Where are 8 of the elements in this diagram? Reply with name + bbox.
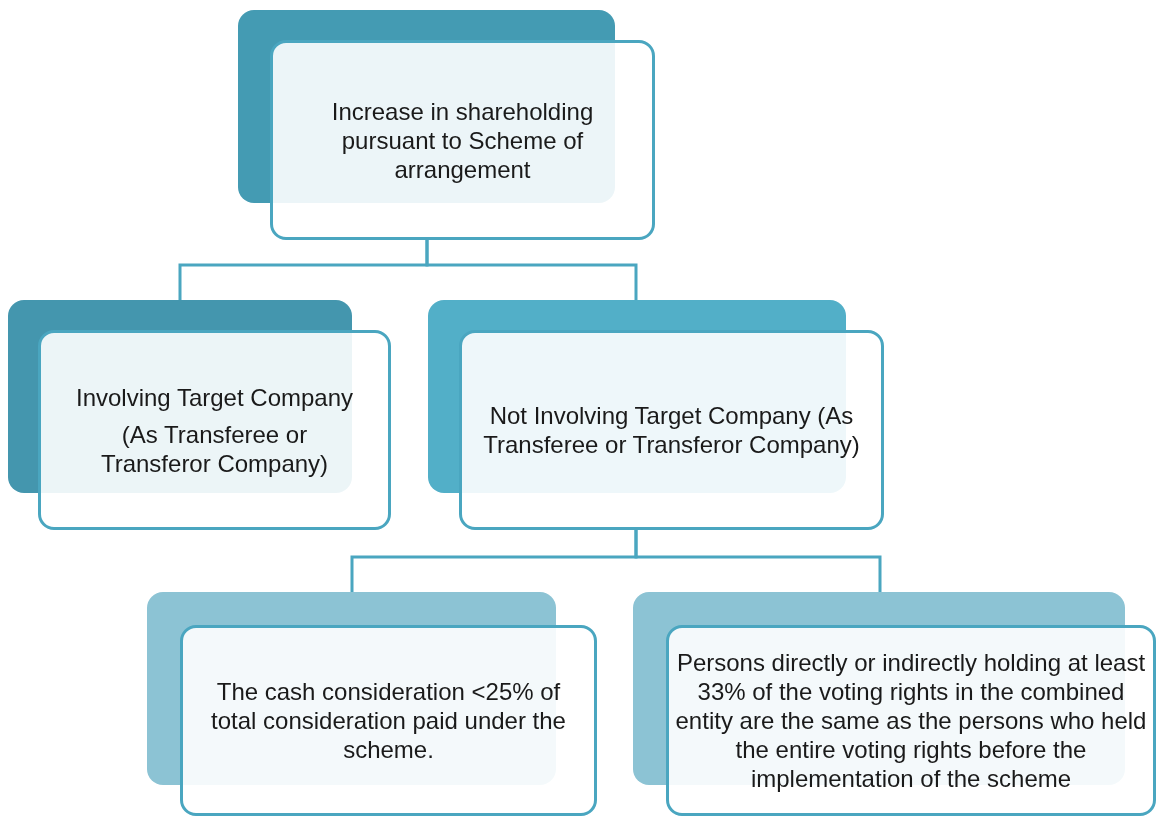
node-text: (As Transferee or Transferor Company) bbox=[99, 419, 330, 478]
connector-line bbox=[634, 530, 882, 592]
node-text: Increase in shareholding pursuant to Scheme of arrangement bbox=[330, 96, 595, 184]
connector-line bbox=[425, 240, 638, 300]
node-text: Involving Target Company bbox=[75, 382, 353, 412]
node-text: The cash consideration <25% of total consideration paid under the scheme. bbox=[210, 677, 567, 764]
node-text: Persons directly or indirectly holding at least 33% of the voting rights in the combined entity are the same as the persons who held the entire voting rights before the implementation of the scheme bbox=[674, 648, 1148, 793]
node-text: Not Involving Target Company (As Transferee or Transferor Company) bbox=[482, 401, 861, 459]
